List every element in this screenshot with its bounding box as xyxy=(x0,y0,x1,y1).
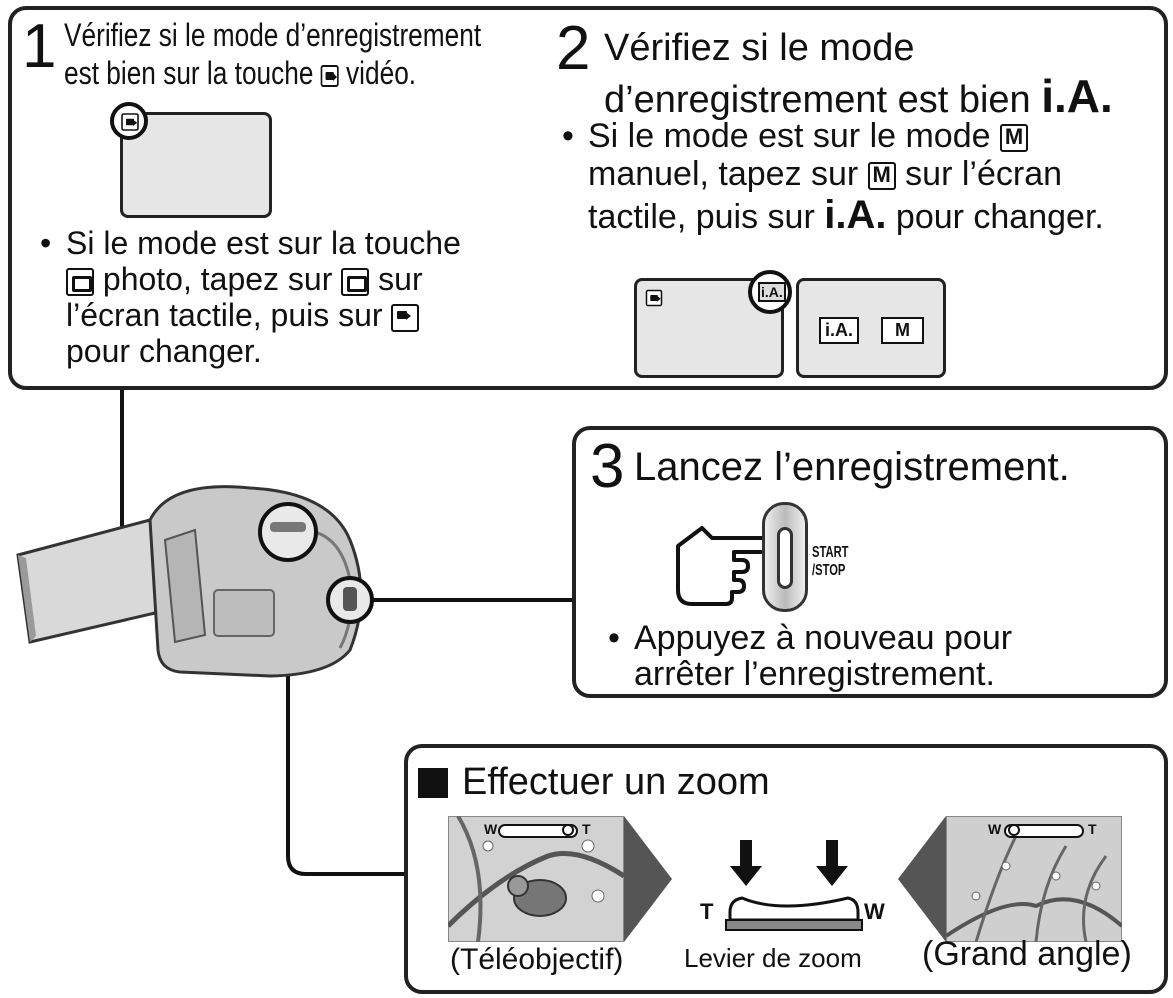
ia-screen-label: i.A. xyxy=(758,282,786,302)
step2-bullet-line3-pre: tactile, puis sur xyxy=(588,198,815,236)
step1-line2-pre: est bien sur la touche xyxy=(64,55,314,91)
manual-mode-button[interactable]: M xyxy=(881,317,924,344)
zoom-lever-icon[interactable] xyxy=(720,840,870,936)
step2-bullet-line2-pre: manuel, tapez sur xyxy=(588,155,859,193)
connector-line-zoom xyxy=(286,510,410,876)
step2-line1: Vérifiez si le mode xyxy=(604,27,915,69)
step2-bullet-line3: tactile, puis sur i.A. pour changer. xyxy=(588,193,1104,237)
stop-label: /STOP xyxy=(812,562,846,579)
ia-mode-label: i.A. xyxy=(824,193,887,237)
photo-mode-icon xyxy=(341,267,370,296)
step2-mode-select-screen: i.A. M xyxy=(796,278,946,378)
ia-mode-button[interactable]: i.A. xyxy=(819,317,860,344)
video-mode-icon xyxy=(645,289,663,307)
manual-mode-icon: M xyxy=(999,124,1028,153)
zoom-lever-caption: Levier de zoom xyxy=(684,943,862,973)
step1-line2-post: vidéo. xyxy=(346,55,417,91)
zoom-lever-T-label: T xyxy=(700,899,714,924)
step1-bullet-line1: Si le mode est sur la touche xyxy=(40,226,461,261)
video-mode-icon xyxy=(391,303,420,332)
start-stop-button[interactable] xyxy=(762,502,808,612)
step1-bullet-line3: l’écran tactile, puis sur xyxy=(66,297,420,333)
wide-indicator-T: T xyxy=(1088,821,1097,837)
step1-lcd-highlight-circle xyxy=(110,102,148,140)
tele-zoom-indicator xyxy=(498,824,578,838)
step1-bullet-line2: photo, tapez sur sur xyxy=(66,262,423,297)
zoom-section-square-icon xyxy=(418,768,448,798)
step2-bullet-line1: Si le mode est sur le mode M xyxy=(562,117,1028,155)
tele-indicator-T: T xyxy=(582,821,591,837)
start-label: START xyxy=(812,544,849,561)
zoom-title: Effectuer un zoom xyxy=(462,761,770,803)
step2-line2-text: d’enregistrement est bien xyxy=(604,79,1031,121)
step3-bullet-line2: arrêter l’enregistrement. xyxy=(634,655,995,693)
step1-bullet-line2-mid: photo, tapez sur xyxy=(102,261,333,297)
video-mode-icon xyxy=(121,113,139,131)
step1-line2: est bien sur la touche vidéo. xyxy=(64,56,416,91)
telephoto-caption: (Téléobjectif) xyxy=(450,943,624,976)
tele-indicator-W: W xyxy=(484,821,498,837)
step3-number: 3 xyxy=(590,432,625,501)
video-mode-icon xyxy=(320,64,339,87)
camcorder-illustration xyxy=(16,390,575,876)
zoom-lever-W-label: W xyxy=(864,899,885,924)
step2-lcd-highlight-circle: i.A. xyxy=(748,270,792,314)
step1-bullet-line3-text: l’écran tactile, puis sur xyxy=(66,297,383,333)
photo-mode-icon xyxy=(66,267,94,296)
step3-title: Lancez l’enregistrement. xyxy=(634,445,1070,489)
manual-mode-icon: M xyxy=(867,162,896,191)
wide-indicator-W: W xyxy=(988,821,1002,837)
step1-line1: Vérifiez si le mode d’enregistrement xyxy=(64,17,482,53)
step2-number: 2 xyxy=(556,14,591,83)
wide-zoom-indicator xyxy=(1004,824,1084,838)
step3-bullet-line1: Appuyez à nouveau pour xyxy=(608,620,1012,657)
tele-arrow-icon xyxy=(624,816,672,942)
wide-angle-caption: (Grand angle) xyxy=(922,935,1132,973)
step2-bullet-line3-post: pour changer. xyxy=(895,198,1104,236)
step2-bullet-line1-text: Si le mode est sur le mode xyxy=(588,117,991,155)
camcorder-lcd-panel xyxy=(16,518,170,644)
step1-bullet-line4: pour changer. xyxy=(66,333,262,369)
step2-bullet-line2: manuel, tapez sur M sur l’écran xyxy=(588,156,1062,193)
step2-lcd-screen xyxy=(634,278,784,378)
ia-mode-label: i.A. xyxy=(1041,70,1113,122)
step1-bullet-line2-post: sur xyxy=(378,261,423,297)
step2-bullet-line2-post: sur l’écran xyxy=(905,155,1063,193)
step1-number: 1 xyxy=(22,12,57,81)
step2-line2: d’enregistrement est bien i.A. xyxy=(604,70,1113,122)
wide-arrow-icon xyxy=(898,816,946,942)
